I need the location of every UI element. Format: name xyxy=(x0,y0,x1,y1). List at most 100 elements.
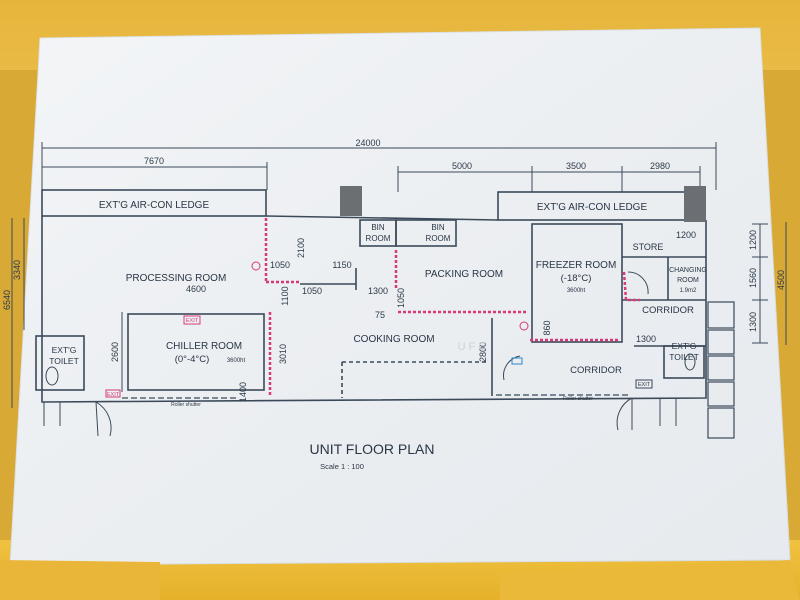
roller-shutter-label-2: Roller shutter xyxy=(563,396,593,402)
roller-shutter-label-1: Roller shutter xyxy=(171,402,201,408)
exit-label-3: EXIT xyxy=(638,382,651,388)
exit-sign-2-box xyxy=(183,315,201,325)
stair-boxes xyxy=(707,301,735,439)
processing-room-label: PROCESSING ROOM xyxy=(126,273,227,284)
dim-1150: 1150 xyxy=(332,260,351,270)
doors xyxy=(43,271,696,437)
dim-right-total: 4500 xyxy=(776,270,786,290)
dim-1200-store: 1200 xyxy=(676,230,696,240)
dim-1400: 1400 xyxy=(238,382,248,402)
cooking-room-label: COOKING ROOM xyxy=(353,334,434,345)
dim-right-a: 1200 xyxy=(748,230,758,250)
bin-room-1-label-b: ROOM xyxy=(366,234,391,243)
store-label: STORE xyxy=(633,242,664,252)
dim-overall: 24000 xyxy=(355,138,380,148)
dim-75: 75 xyxy=(375,310,385,320)
stair-box-4 xyxy=(707,381,735,407)
dim-2800: 2800 xyxy=(478,342,488,362)
dim-1050b: 1050 xyxy=(302,286,322,296)
toilet-right-label: EXT'G xyxy=(672,341,697,351)
fire-rated-walls xyxy=(264,218,640,396)
stair-box-5 xyxy=(707,407,735,439)
shaft-left xyxy=(340,186,362,216)
door-swing-freezer xyxy=(503,355,521,381)
aircon-ledge-left-box xyxy=(41,189,267,217)
plan-scale: Scale 1 : 100 xyxy=(320,462,364,471)
toilet-fixture-right xyxy=(684,353,696,371)
shaft-blocks xyxy=(340,186,706,222)
stair-box-1 xyxy=(707,301,735,329)
paper-shading xyxy=(10,28,790,565)
dim-left-total: 6540 xyxy=(2,290,12,310)
dim-top-right-a: 3500 xyxy=(566,161,586,171)
chiller-temp-label: (0°-4°C) xyxy=(175,354,210,365)
roller-shutters xyxy=(122,394,630,399)
dim-right-c: 1300 xyxy=(748,312,758,332)
chiller-room-label: CHILLER ROOM xyxy=(166,341,242,352)
dim-860: 860 xyxy=(542,320,552,335)
dim-right-b: 1560 xyxy=(748,268,758,288)
freezer-room-label: FREEZER ROOM xyxy=(536,260,617,271)
outer-wall xyxy=(41,216,707,403)
watermark-label: U F C xyxy=(458,341,487,353)
chiller-ht-label: 3600ht xyxy=(227,358,246,364)
bin-room-2-label: BIN xyxy=(431,223,445,232)
dim-left-upper: 3340 xyxy=(12,260,22,280)
dim-left-lower: 2600 xyxy=(110,342,120,362)
dim-1050c: 1050 xyxy=(396,288,406,308)
dim-1100: 1100 xyxy=(280,286,290,305)
changing-room-label: CHANGING xyxy=(669,267,707,274)
changing-room-area: 1.9m2 xyxy=(680,288,697,294)
dimension-labels: 24000 7670 5000 3500 2980 6540 3340 2600… xyxy=(2,138,786,402)
dim-1050a: 1050 xyxy=(270,260,290,270)
dim-2100: 2100 xyxy=(296,238,306,258)
aircon-ledge-left-label: EXT'G AIR-CON LEDGE xyxy=(99,200,210,211)
freezer-temp-label: (-18°C) xyxy=(561,273,592,284)
dim-top-right-b: 2980 xyxy=(650,161,670,171)
fire-point-1 xyxy=(251,261,261,271)
door-swing-store xyxy=(627,271,649,295)
exit-sign-3-box xyxy=(635,379,653,389)
chiller-room-box xyxy=(127,313,265,391)
bin-room-1-label: BIN xyxy=(371,223,385,232)
plan-title: UNIT FLOOR PLAN xyxy=(310,441,435,457)
stair-box-2 xyxy=(707,329,735,355)
fire-point-2 xyxy=(519,321,529,331)
dim-1300: 1300 xyxy=(368,286,388,296)
freezer-room-box xyxy=(531,223,623,343)
changing-room-label-b: ROOM xyxy=(677,277,699,284)
toilet-left-box xyxy=(35,335,85,391)
exit-sign-1-box xyxy=(105,389,121,398)
dim-top-mid: 5000 xyxy=(452,161,472,171)
stair-box-3 xyxy=(707,355,735,381)
bin-room-2-box xyxy=(395,219,457,247)
dim-3010: 3010 xyxy=(278,344,288,364)
annotation-labels: EXIT EXIT EXIT Roller shutter Roller shu… xyxy=(107,318,651,408)
dimension-lines xyxy=(11,142,787,408)
dim-processing-width: 4600 xyxy=(186,284,206,294)
walls xyxy=(35,189,707,403)
toilet-left-label-b: TOILET xyxy=(49,356,79,366)
north-wall xyxy=(265,215,499,221)
toilet-right-label-b: TOILET xyxy=(669,352,699,362)
corridor-upper-label: CORRIDOR xyxy=(642,305,694,316)
packing-room-label: PACKING ROOM xyxy=(425,269,503,280)
exit-label-1: EXIT xyxy=(107,392,120,398)
tape-bottom-left xyxy=(0,560,160,600)
toilet-right-box xyxy=(663,345,705,379)
corridor-lower-label: CORRIDOR xyxy=(570,365,622,376)
freezer-ht-label: 3600ht xyxy=(567,288,586,294)
bin-room-2-label-b: ROOM xyxy=(426,234,451,243)
exit-label-2: EXIT xyxy=(186,318,199,324)
door-leaf-left xyxy=(95,401,99,437)
dim-1300-corridor: 1300 xyxy=(636,334,656,344)
exit-signs xyxy=(105,261,653,398)
water-point xyxy=(511,357,523,365)
door-swing-right xyxy=(616,397,633,431)
toilet-left-label: EXT'G xyxy=(52,345,77,355)
aircon-ledge-right-label: EXT'G AIR-CON LEDGE xyxy=(537,202,648,213)
tape-bottom-right xyxy=(500,560,800,600)
shaft-right xyxy=(684,186,706,222)
